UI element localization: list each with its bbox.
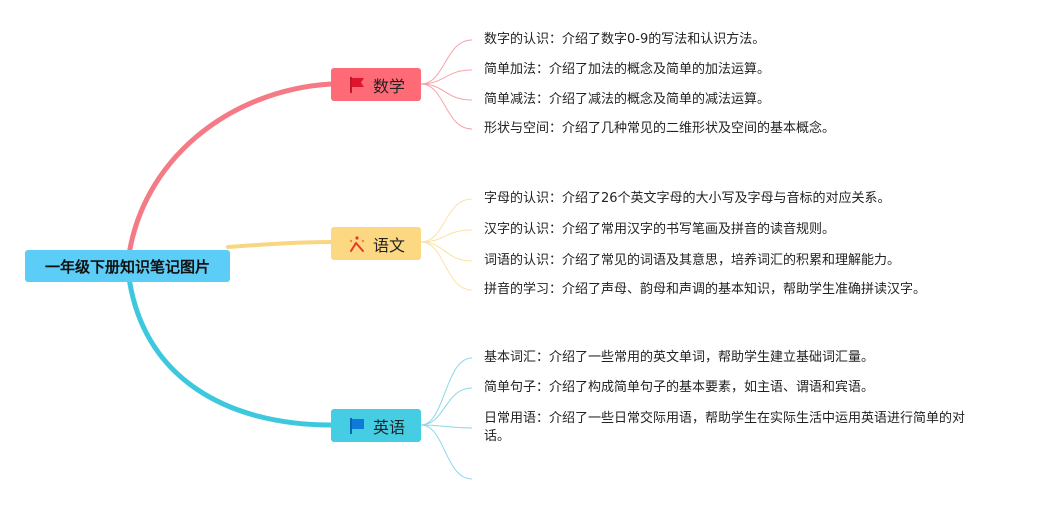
- english-item-3: 日常用语：介绍了一些日常交际用语，帮助学生在实际生活中运用英语进行简单的对话。: [484, 411, 966, 444]
- english-leaf-connectors: [420, 357, 473, 480]
- branch-english[interactable]: 英语: [331, 409, 421, 442]
- blue-flag-icon: [349, 417, 364, 434]
- chinese-item-1: 字母的认识：介绍了26个英文字母的大小写及字母与音标的对应关系。: [484, 191, 891, 206]
- branch-math[interactable]: 数学: [331, 68, 421, 101]
- chinese-item-4: 拼音的学习：介绍了声母、韵母和声调的基本知识，帮助学生准确拼读汉字。: [484, 282, 927, 297]
- branch-chinese[interactable]: 语文: [331, 227, 421, 260]
- connector-root-english: [125, 267, 334, 428]
- branch-chinese-label: 语文: [372, 235, 405, 255]
- connector-root-math: [125, 81, 334, 265]
- branch-math-label: 数学: [372, 76, 405, 96]
- sparkle-icon: [349, 235, 365, 252]
- root-node[interactable]: 一年级下册知识笔记图片: [25, 250, 230, 282]
- red-flag-icon: [349, 76, 364, 93]
- math-item-3: 简单减法：介绍了减法的概念及简单的减法运算。: [484, 92, 771, 107]
- math-item-1: 数字的认识：介绍了数字0-9的写法和认识方法。: [484, 32, 766, 47]
- math-item-2: 简单加法：介绍了加法的概念及简单的加法运算。: [484, 62, 771, 77]
- branch-english-label: 英语: [372, 417, 405, 437]
- math-leaf-connectors: [420, 39, 473, 130]
- english-item-1: 基本词汇：介绍了一些常用的英文单词，帮助学生建立基础词汇量。: [484, 350, 875, 365]
- root-label: 一年级下册知识笔记图片: [44, 257, 210, 276]
- connector-root-chinese: [226, 240, 333, 249]
- english-item-2: 简单句子：介绍了构成简单句子的基本要素，如主语、谓语和宾语。: [484, 380, 875, 395]
- chinese-item-2: 汉字的认识：介绍了常用汉字的书写笔画及拼音的读音规则。: [484, 222, 836, 237]
- chinese-item-3: 词语的认识：介绍了常见的词语及其意思，培养词汇的积累和理解能力。: [484, 253, 901, 268]
- math-item-4: 形状与空间：介绍了几种常见的二维形状及空间的基本概念。: [484, 121, 836, 136]
- chinese-leaf-connectors: [420, 198, 473, 291]
